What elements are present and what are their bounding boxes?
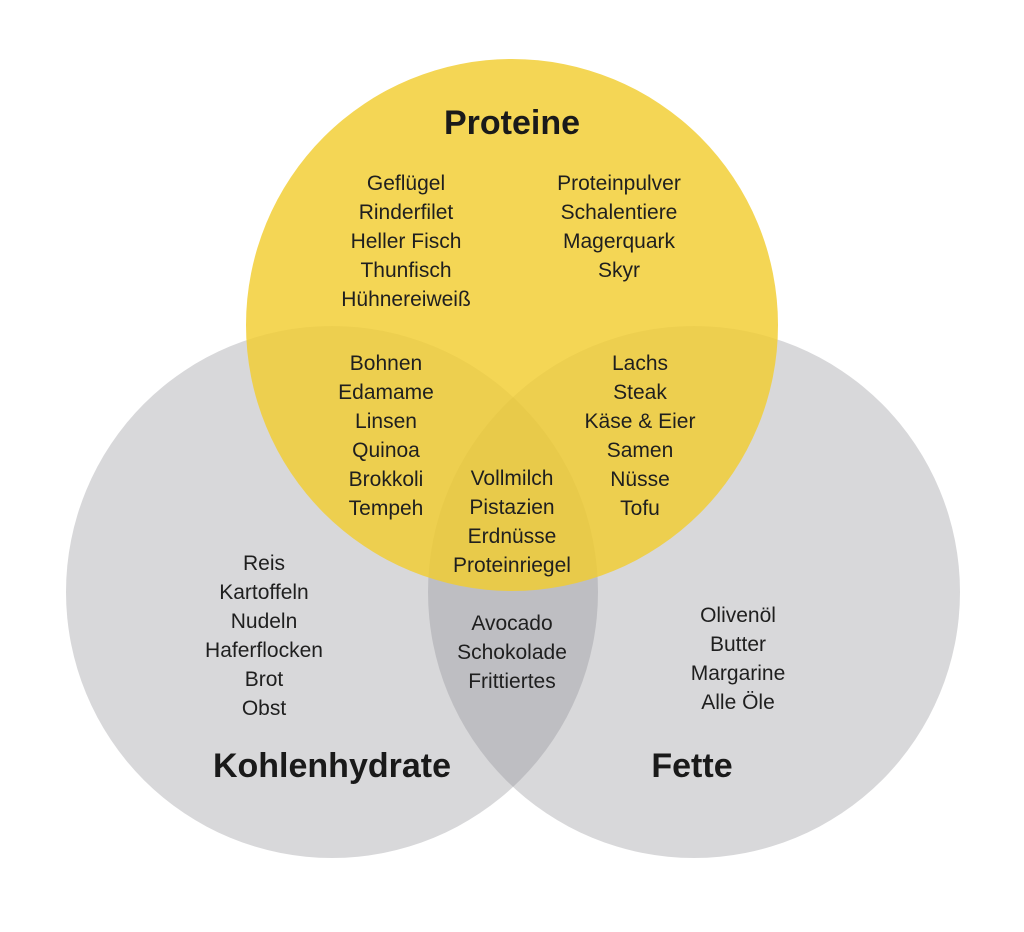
- list-item: Tofu: [620, 497, 660, 520]
- list-item: Reis: [243, 552, 285, 575]
- list-item: Samen: [607, 439, 674, 462]
- list-item: Thunfisch: [360, 259, 451, 282]
- list-item: Olivenöl: [700, 604, 776, 627]
- list-item: Magerquark: [563, 230, 676, 253]
- list-item: Pistazien: [469, 496, 554, 519]
- proteine-title: Proteine: [444, 104, 580, 142]
- proteine-fette-list: Lachs Steak Käse & Eier Samen Nüsse Tofu: [585, 352, 696, 520]
- fette-title: Fette: [651, 747, 732, 785]
- proteine-left-list: Geflügel Rinderfilet Heller Fisch Thunfi…: [341, 172, 471, 311]
- kohlenhydrate-fette-list: Avocado Schokolade Frittiertes: [457, 612, 567, 693]
- list-item: Skyr: [598, 259, 640, 282]
- proteine-kohlenhydrate-list: Bohnen Edamame Linsen Quinoa Brokkoli Te…: [338, 352, 434, 520]
- list-item: Alle Öle: [701, 691, 775, 714]
- list-item: Quinoa: [352, 439, 420, 462]
- list-item: Kartoffeln: [219, 581, 309, 604]
- list-item: Bohnen: [350, 352, 422, 375]
- kohlenhydrate-title: Kohlenhydrate: [213, 747, 451, 785]
- list-item: Edamame: [338, 381, 434, 404]
- list-item: Geflügel: [367, 172, 445, 195]
- list-item: Erdnüsse: [468, 525, 557, 548]
- list-item: Frittiertes: [468, 670, 556, 693]
- list-item: Heller Fisch: [351, 230, 462, 253]
- proteine-right-list: Proteinpulver Schalentiere Magerquark Sk…: [557, 172, 681, 282]
- list-item: Steak: [613, 381, 667, 404]
- list-item: Schokolade: [457, 641, 567, 664]
- list-item: Haferflocken: [205, 639, 323, 662]
- kohlenhydrate-list: Reis Kartoffeln Nudeln Haferflocken Brot…: [205, 552, 323, 720]
- list-item: Margarine: [691, 662, 786, 685]
- list-item: Nüsse: [610, 468, 670, 491]
- list-item: Nudeln: [231, 610, 298, 633]
- list-item: Käse & Eier: [585, 410, 696, 433]
- list-item: Obst: [242, 697, 287, 720]
- list-item: Tempeh: [349, 497, 424, 520]
- proteine-circle: [246, 59, 778, 591]
- list-item: Vollmilch: [471, 467, 554, 490]
- list-item: Schalentiere: [561, 201, 678, 224]
- fette-list: Olivenöl Butter Margarine Alle Öle: [691, 604, 786, 714]
- list-item: Brokkoli: [349, 468, 424, 491]
- list-item: Brot: [245, 668, 284, 691]
- list-item: Proteinriegel: [453, 554, 571, 577]
- list-item: Linsen: [355, 410, 417, 433]
- all-three-list: Vollmilch Pistazien Erdnüsse Proteinrieg…: [453, 467, 571, 577]
- list-item: Lachs: [612, 352, 668, 375]
- list-item: Avocado: [471, 612, 552, 635]
- list-item: Proteinpulver: [557, 172, 681, 195]
- list-item: Butter: [710, 633, 766, 656]
- list-item: Rinderfilet: [359, 201, 454, 224]
- list-item: Hühnereiweiß: [341, 288, 471, 311]
